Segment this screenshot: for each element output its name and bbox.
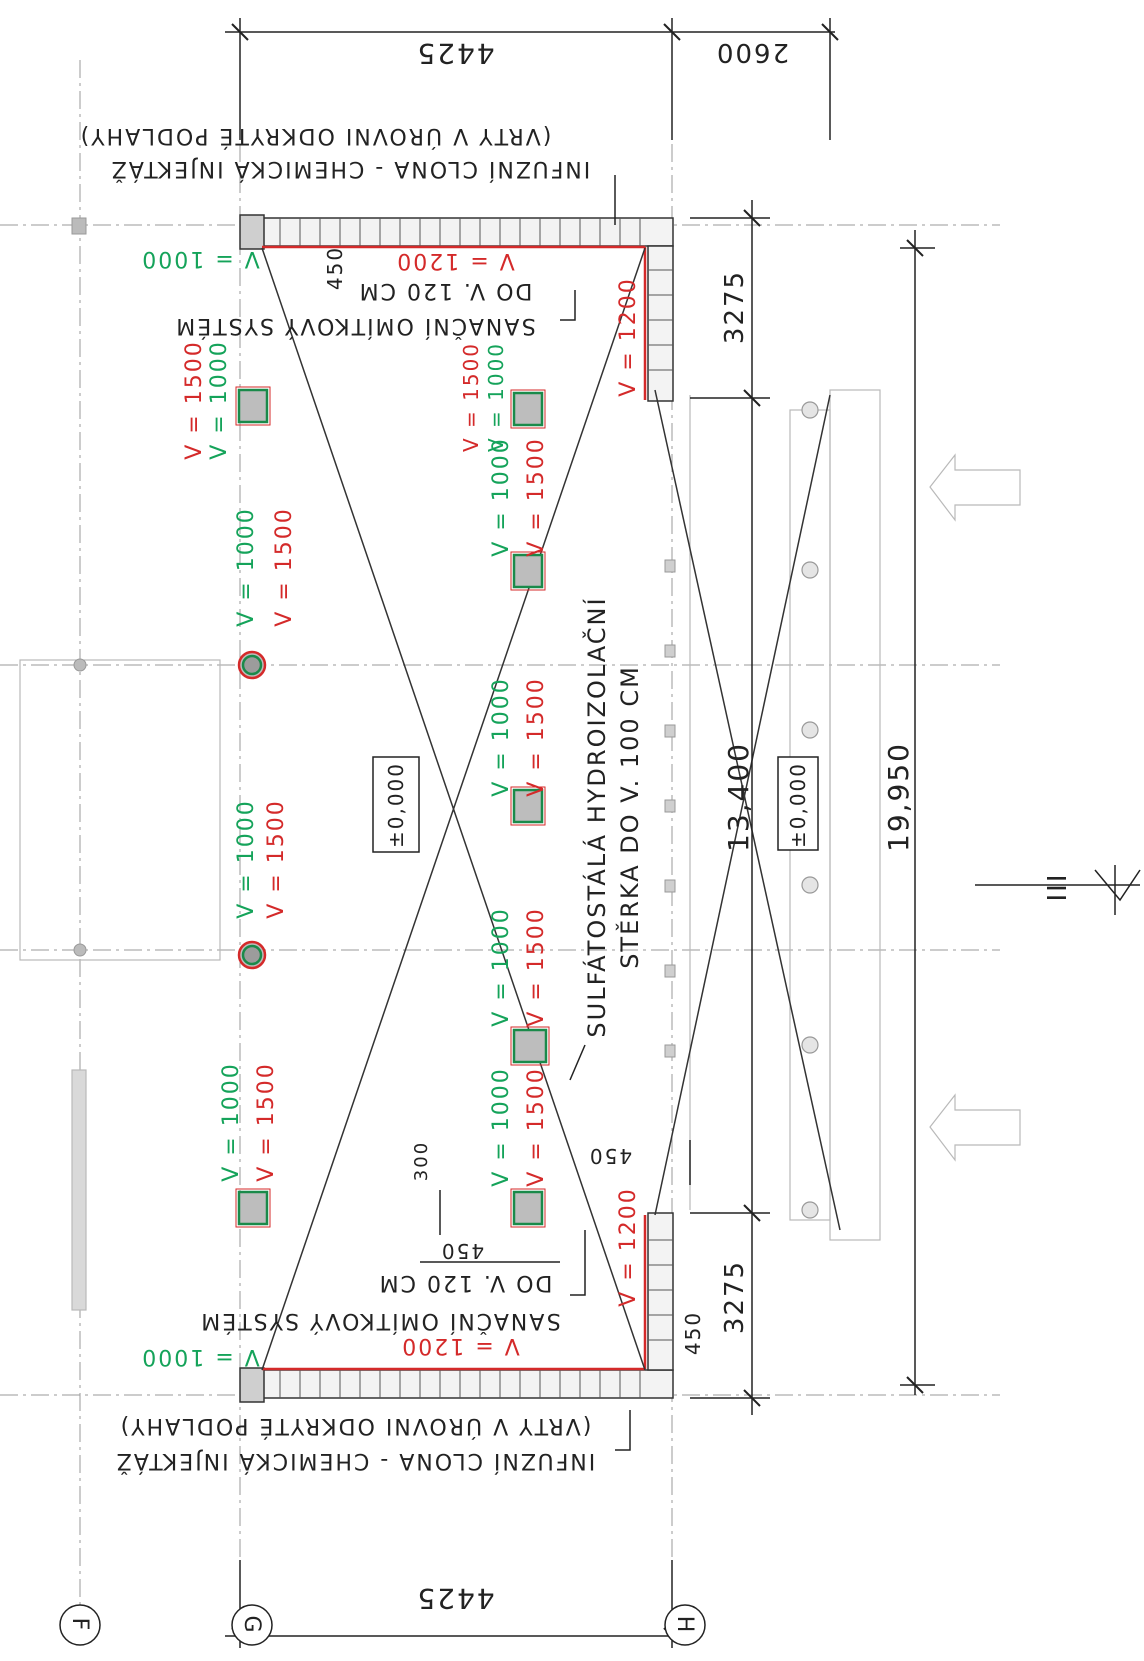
grid-bubbles [59,1604,706,1646]
height-v1200-top: V = 1200 [395,248,514,273]
height-v1500-mid-1: V = 1500 [459,342,483,452]
section-mark-label: III [1043,872,1073,901]
elevation-left: ±0,000 [384,762,408,848]
height-v1000-left-4: V = 1000 [219,1062,244,1181]
height-v1500-mid-5: V = 1500 [524,1067,549,1186]
dim-top-width: 4425 [415,37,494,70]
height-v1500-mid-4: V = 1500 [524,907,549,1026]
height-v1000-left-2: V = 1000 [234,507,259,626]
note-bottom-render-2: DO V. 120 CM [378,1270,553,1295]
treated-wall-lines [262,245,647,1371]
height-v1000-top-corner: V = 1000 [140,246,259,271]
note-top-render-2: DO V. 120 CM [358,278,533,303]
height-v1500-left-3: V = 1500 [264,799,289,918]
small-posts [71,217,676,1058]
grid-label-g: G [239,1615,264,1634]
dim-300: 300 [411,1141,432,1181]
note-top-injection-2: (VRTY V ÚROVNI ODKRYTÉ PODLAHY) [79,123,552,149]
note-bottom-injection-1: INFUZNÍ CLONA - CHEMICKÁ INJEKTÁŽ [115,1448,596,1474]
grid-label-f: F [67,1618,92,1633]
pillar-red-outline [235,386,550,1228]
dim-450-bottom: 450 [440,1239,484,1263]
height-v1000-left-1: V = 1000 [207,340,232,459]
height-v1200-bottom: V = 1200 [400,1333,519,1358]
note-top-render-1: SANAČNÍ OMÍTKOVÝ SYSTÉM [174,313,535,339]
background-structure [19,389,1021,1311]
height-v1000-left-3: V = 1000 [234,799,259,918]
note-center-1: SULFÁTOSTÁLÁ HYDROIZOLAČNÍ [581,596,611,1037]
section-mark [975,865,1141,915]
dim-overall: 19,950 [882,742,915,852]
height-v1000-mid-3: V = 1000 [489,677,514,796]
wall-hatching [279,218,673,1398]
height-v1500-mid-3: V = 1500 [524,677,549,796]
dim-right-bottom: 3275 [720,1260,750,1334]
height-v1000-mid-5: V = 1000 [489,1067,514,1186]
diagonal-lines [261,247,841,1371]
dim-450-top: 450 [323,246,347,290]
column-circles [801,401,819,1219]
dim-450-right: 450 [588,1144,632,1168]
height-v1500-left-2: V = 1500 [272,507,297,626]
note-top-injection-1: INFUZNÍ CLONA - CHEMICKÁ INJEKTÁŽ [110,156,591,182]
elevation-right: ±0,000 [786,762,810,848]
round-pillars [237,650,267,970]
dim-bottom-width: 4425 [415,1582,494,1615]
height-v1500-left-1: V = 1500 [182,340,207,459]
dim-top-right: 2600 [715,37,789,67]
height-v1000-mid-1: V = 1000 [484,342,508,452]
dim-right-top: 3275 [720,270,750,344]
note-bottom-render-1: SANAČNÍ OMÍTKOVÝ SYSTÉM [199,1308,560,1334]
height-v1500-mid-2: V = 1500 [524,437,549,556]
leader-lines [560,175,631,1451]
dim-inner: 13,400 [722,742,755,852]
walls [239,214,674,1403]
dim-450-bottom2: 450 [681,1311,705,1355]
height-v1000-mid-4: V = 1000 [489,907,514,1026]
height-v1000-bottom-corner: V = 1000 [140,1344,259,1369]
height-v1200-right-bottom: V = 1200 [616,1187,641,1306]
elevation-boxes [372,756,819,853]
grid-label-h: H [672,1616,697,1635]
note-bottom-injection-2: (VRTY V ÚROVNI ODKRYTÉ PODLAHY) [119,1413,592,1439]
square-pillars [237,388,548,1226]
height-v1500-left-4: V = 1500 [254,1062,279,1181]
note-center-2: STĚRKA DO V. 100 CM [615,665,644,969]
height-v1000-mid-2: V = 1000 [489,437,514,556]
height-v1200-right-top: V = 1200 [616,277,641,396]
